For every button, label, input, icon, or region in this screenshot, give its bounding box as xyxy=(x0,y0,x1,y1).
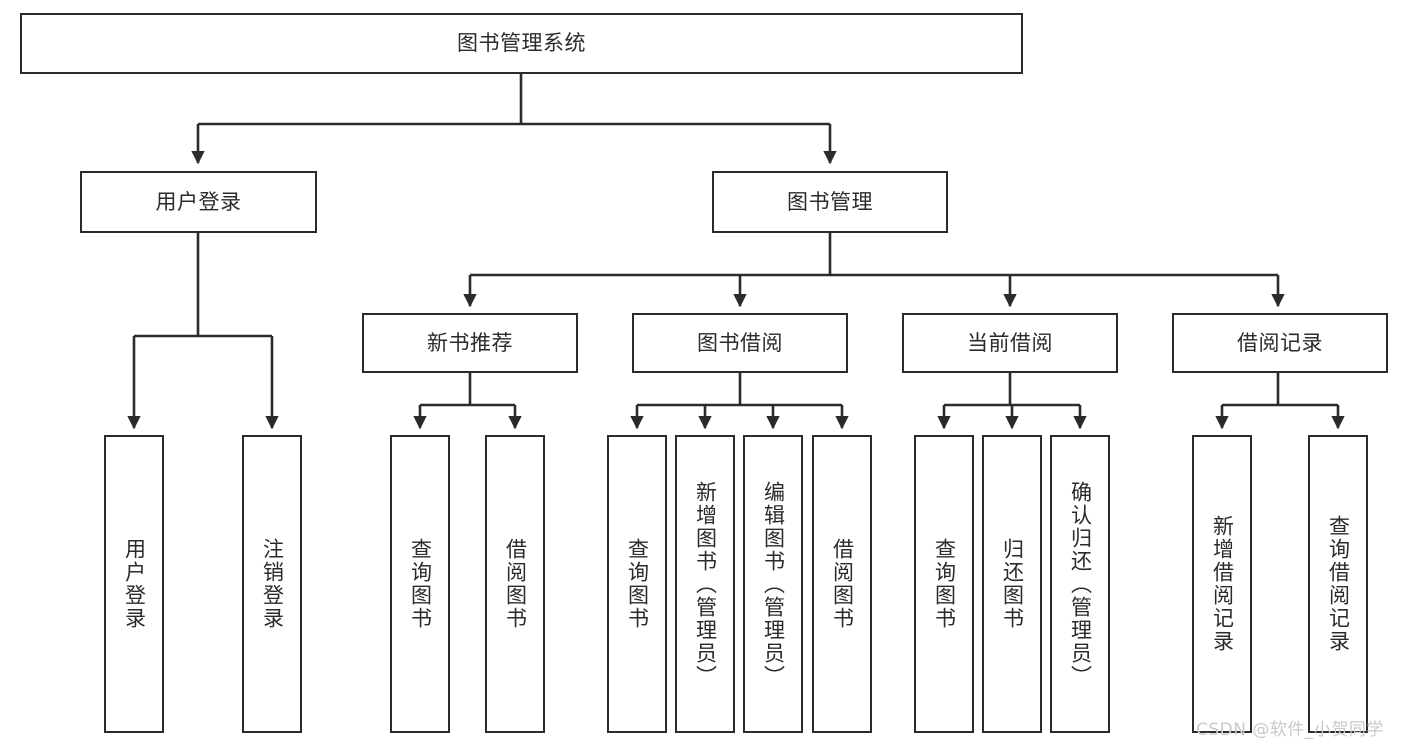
leaf-borrow-record-0-label: 新增借阅记录 xyxy=(1210,515,1235,653)
leaf-current-borrow-1-label: 归还图书 xyxy=(1000,538,1025,630)
leaf-book-borrow-2-label: 编辑图书（管理员） xyxy=(761,480,786,688)
leaf-book-borrow-1[interactable]: 新增图书（管理员） xyxy=(675,435,735,733)
leaf-book-borrow-2[interactable]: 编辑图书（管理员） xyxy=(743,435,803,733)
node-book-management[interactable]: 图书管理 xyxy=(712,171,948,233)
leaf-user-login-0-label: 用户登录 xyxy=(122,538,147,630)
node-book-borrow-label: 图书借阅 xyxy=(697,330,783,355)
node-user-login-label: 用户登录 xyxy=(155,189,242,214)
node-new-book-recommend-label: 新书推荐 xyxy=(427,330,513,355)
leaf-user-login-1[interactable]: 注销登录 xyxy=(242,435,302,733)
leaf-book-borrow-3[interactable]: 借阅图书 xyxy=(812,435,872,733)
node-root-system-label: 图书管理系统 xyxy=(457,31,586,56)
node-current-borrow[interactable]: 当前借阅 xyxy=(902,313,1118,373)
leaf-current-borrow-1[interactable]: 归还图书 xyxy=(982,435,1042,733)
leaf-borrow-record-0[interactable]: 新增借阅记录 xyxy=(1192,435,1252,733)
leaf-new-book-recommend-1-label: 借阅图书 xyxy=(503,538,528,630)
node-user-login[interactable]: 用户登录 xyxy=(80,171,317,233)
leaf-book-borrow-0[interactable]: 查询图书 xyxy=(607,435,667,733)
leaf-book-borrow-3-label: 借阅图书 xyxy=(830,538,855,630)
leaf-current-borrow-2-label: 确认归还（管理员） xyxy=(1068,480,1093,688)
leaf-user-login-1-label: 注销登录 xyxy=(260,538,285,630)
leaf-borrow-record-1-label: 查询借阅记录 xyxy=(1326,515,1351,653)
node-borrow-record[interactable]: 借阅记录 xyxy=(1172,313,1388,373)
leaf-new-book-recommend-0[interactable]: 查询图书 xyxy=(390,435,450,733)
leaf-user-login-0[interactable]: 用户登录 xyxy=(104,435,164,733)
leaf-new-book-recommend-1[interactable]: 借阅图书 xyxy=(485,435,545,733)
leaf-current-borrow-0[interactable]: 查询图书 xyxy=(914,435,974,733)
node-current-borrow-label: 当前借阅 xyxy=(967,330,1053,355)
leaf-current-borrow-0-label: 查询图书 xyxy=(932,538,957,630)
leaf-current-borrow-2[interactable]: 确认归还（管理员） xyxy=(1050,435,1110,733)
node-book-management-label: 图书管理 xyxy=(787,189,873,214)
node-book-borrow[interactable]: 图书借阅 xyxy=(632,313,848,373)
node-new-book-recommend[interactable]: 新书推荐 xyxy=(362,313,578,373)
leaf-new-book-recommend-0-label: 查询图书 xyxy=(408,538,433,630)
node-borrow-record-label: 借阅记录 xyxy=(1237,330,1323,355)
leaf-book-borrow-1-label: 新增图书（管理员） xyxy=(693,480,718,688)
leaf-book-borrow-0-label: 查询图书 xyxy=(625,538,650,630)
leaf-borrow-record-1[interactable]: 查询借阅记录 xyxy=(1308,435,1368,733)
node-root-system[interactable]: 图书管理系统 xyxy=(20,13,1023,74)
